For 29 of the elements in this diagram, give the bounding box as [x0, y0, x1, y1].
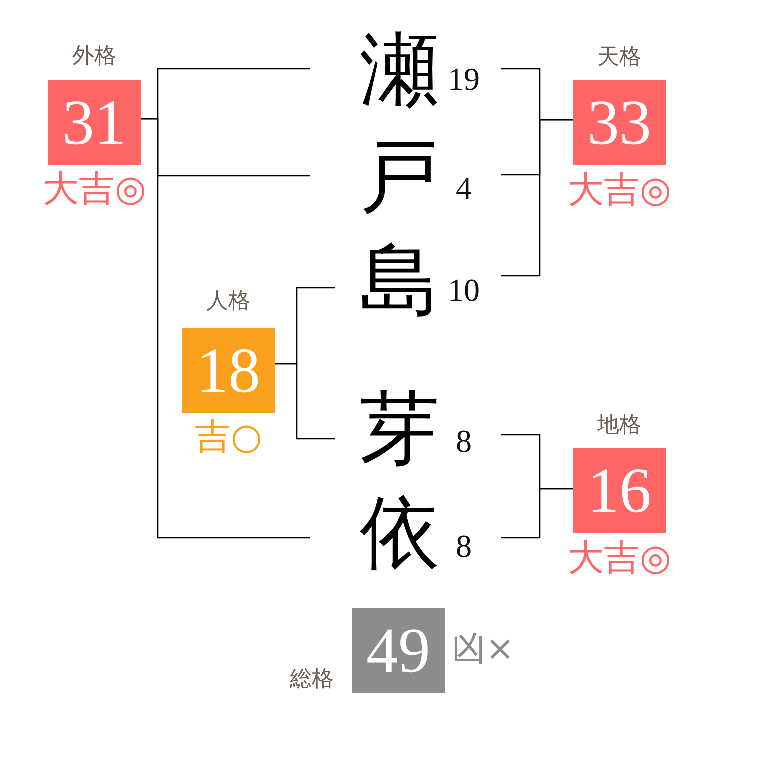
name-character: 戸: [360, 138, 440, 218]
score-tile: 33: [573, 80, 666, 165]
fortune-rating: 吉○: [195, 418, 262, 458]
fortune-rating: 大吉◎: [43, 170, 146, 210]
stroke-count: 8: [456, 530, 472, 562]
score-tile: 18: [182, 328, 275, 413]
connector-line: [501, 119, 573, 277]
score-tile: 16: [573, 448, 666, 533]
fortune-rating: 凶×: [452, 629, 514, 669]
category-label: 外格: [72, 45, 116, 69]
category-label: 天格: [598, 46, 642, 70]
connector-line: [501, 488, 573, 539]
score-tile: 31: [48, 80, 141, 165]
stroke-count: 10: [448, 274, 480, 306]
name-character: 芽: [360, 390, 440, 470]
name-character: 瀬: [360, 31, 440, 111]
fortune-rating: 大吉◎: [568, 539, 672, 579]
fortune-rating: 大吉◎: [568, 171, 672, 211]
category-label: 総格: [290, 668, 334, 692]
name-character: 島: [360, 242, 440, 322]
stroke-count: 8: [456, 425, 472, 457]
category-label: 地格: [598, 414, 642, 438]
connector-line: [275, 363, 335, 440]
connector-line: [141, 118, 310, 539]
stroke-count: 19: [448, 63, 480, 95]
name-character: 依: [360, 494, 440, 574]
stroke-count: 4: [456, 172, 472, 204]
category-label: 人格: [206, 290, 250, 314]
score-tile: 49: [352, 608, 445, 693]
